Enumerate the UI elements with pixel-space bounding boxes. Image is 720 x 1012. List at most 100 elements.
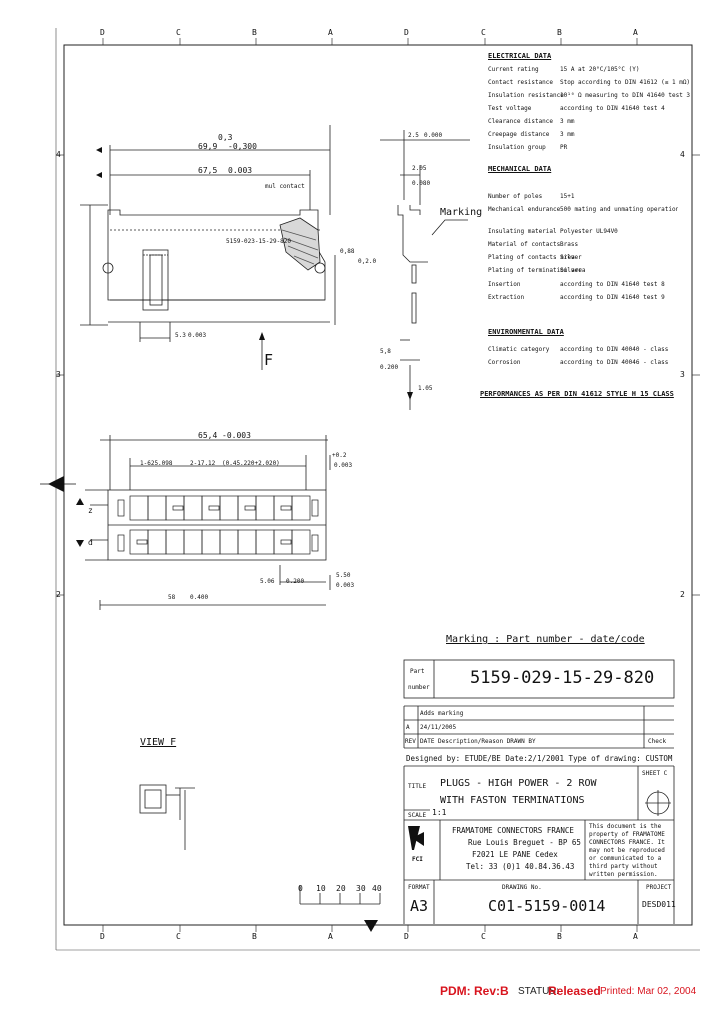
dim-label: mul contact bbox=[265, 183, 305, 190]
title-line-1: PLUGS - HIGH POWER - 2 ROW bbox=[440, 778, 597, 789]
spec-label: Contact resistance bbox=[488, 79, 554, 86]
electrical-data-title: ELECTRICAL DATA bbox=[488, 52, 552, 60]
scale-tick: 20 bbox=[336, 884, 346, 893]
zone-bottom-2: C bbox=[176, 932, 181, 941]
zone-bottom-3: B bbox=[252, 932, 257, 941]
pdm-revision: PDM: Rev:B bbox=[440, 984, 509, 998]
dim-label: 0.003 bbox=[336, 582, 355, 589]
spec-value: Polyester UL94V0 bbox=[560, 228, 618, 235]
spec-value: Brass bbox=[560, 241, 579, 248]
zone-bottom-7: B bbox=[557, 932, 562, 941]
dim-label: 5,8 bbox=[380, 348, 391, 355]
zone-top-7: B bbox=[557, 28, 562, 37]
zone-right-2: 3 bbox=[680, 370, 685, 379]
zone-bottom-4: A bbox=[328, 932, 333, 941]
row-label-d: d bbox=[88, 538, 93, 547]
spec-value: 3 mm bbox=[560, 131, 575, 138]
dim-label: -0,300 bbox=[228, 142, 257, 151]
dim-label: 0.003 bbox=[188, 332, 207, 339]
dim-label: 5.3 bbox=[175, 332, 186, 339]
dim-label: 67,5 bbox=[198, 166, 218, 175]
dim-label: 2-17.12 bbox=[190, 460, 216, 467]
sheet-label: SHEET C bbox=[642, 770, 668, 777]
spec-value: according to DIN 40040 - class bbox=[560, 346, 669, 353]
dim-label: 65,4 bbox=[198, 431, 218, 440]
project-value: DESD011 bbox=[642, 900, 676, 909]
dim-label: 0.000 bbox=[424, 132, 443, 139]
dim-label: 0,88 bbox=[340, 248, 355, 255]
spec-value: 15 A at 20°C/105°C (Y) bbox=[560, 66, 640, 73]
company-address-2: F2021 LE PANE Cedex bbox=[472, 850, 558, 859]
spec-value: according to DIN 41640 test 9 bbox=[560, 294, 665, 301]
zone-left-3: 2 bbox=[56, 590, 61, 599]
scale-tick: 0 bbox=[298, 884, 303, 893]
mechanical-data-title: MECHANICAL DATA bbox=[488, 165, 552, 173]
internal-part-marking: 5159-023-15-29-820 bbox=[226, 238, 292, 245]
dim-label: 58 bbox=[168, 594, 176, 601]
property-notice: This document is the property of FRAMATO… bbox=[589, 823, 665, 878]
revision-text: DATE Description/Reason DRAWN BY bbox=[420, 738, 536, 745]
zone-left-2: 3 bbox=[56, 370, 61, 379]
zone-bottom-6: C bbox=[481, 932, 486, 941]
dim-label: 5.50 bbox=[336, 572, 351, 579]
spec-value: 15+1 bbox=[560, 193, 575, 200]
revision-check: Check bbox=[648, 738, 667, 745]
dim-label: 0,3 bbox=[218, 133, 233, 142]
company-phone: Tel: 33 (0)1 40.84.36.43 bbox=[466, 862, 575, 871]
zone-bottom-5: D bbox=[404, 932, 409, 941]
zone-top-8: A bbox=[633, 28, 638, 37]
spec-value: Stop according to DIN 41612 (≤ 1 mΩ) bbox=[560, 79, 691, 86]
scale-tick: 10 bbox=[316, 884, 326, 893]
scale-tick: 30 bbox=[356, 884, 366, 893]
company-name: FRAMATOME CONNECTORS FRANCE bbox=[452, 826, 574, 835]
row-label-z: z bbox=[88, 506, 93, 515]
project-label: PROJECT bbox=[646, 884, 672, 891]
status-label: STATUS: bbox=[518, 986, 559, 997]
scale-tick: 40 bbox=[372, 884, 382, 893]
spec-value: 10¹⁰ Ω measuring to DIN 41640 test 3 bbox=[560, 92, 691, 99]
dim-label: 0,2.0 bbox=[358, 258, 377, 265]
view-f-arrow-label: F bbox=[264, 351, 274, 369]
dim-label: +0.2 bbox=[332, 452, 347, 459]
revision-rev: REV bbox=[405, 738, 416, 745]
dim-label: 0.003 bbox=[334, 462, 353, 469]
drawing-number-label: DRAWING No. bbox=[502, 884, 542, 891]
view-f-label: VIEW F bbox=[140, 737, 177, 748]
dim-label: 0.400 bbox=[190, 594, 209, 601]
revision-rev: A bbox=[406, 724, 410, 731]
dim-label: 0.200 bbox=[380, 364, 399, 371]
zone-left-1: 4 bbox=[56, 150, 61, 159]
dim-label: 5.06 bbox=[260, 578, 275, 585]
spec-label: Mechanical endurance bbox=[488, 206, 561, 213]
spec-value: PR bbox=[560, 144, 568, 151]
spec-label: Material of contacts bbox=[488, 241, 561, 248]
revision-text: Adds marking bbox=[420, 710, 464, 717]
spec-value: 500 mating and unmating operations accor… bbox=[560, 206, 678, 213]
spec-label: Climatic category bbox=[488, 346, 550, 353]
spec-value: 3 mm bbox=[560, 118, 575, 125]
marking-note: Marking : Part number - date/code bbox=[446, 634, 645, 645]
zone-top-6: C bbox=[481, 28, 486, 37]
spec-value: Silver bbox=[560, 267, 582, 274]
designed-by: Designed by: ETUDE/BE Date:2/1/2001 Type… bbox=[406, 754, 673, 763]
title-line-2: WITH FASTON TERMINATIONS bbox=[440, 795, 585, 806]
spec-value: according to DIN 41640 test 8 bbox=[560, 281, 665, 288]
spec-label: Clearance distance bbox=[488, 118, 554, 125]
dim-label: 69,9 bbox=[198, 142, 218, 151]
spec-value: according to DIN 41640 test 4 bbox=[560, 105, 665, 112]
status-value: Released bbox=[548, 984, 601, 998]
zone-bottom-8: A bbox=[633, 932, 638, 941]
spec-label: Plating of contacts area bbox=[488, 254, 575, 261]
connector-cells bbox=[117, 495, 319, 555]
revision-text: 24/11/2005 bbox=[420, 724, 457, 731]
zone-right-1: 4 bbox=[680, 150, 685, 159]
dim-label: -0.003 bbox=[222, 431, 251, 440]
spec-value: according to DIN 40046 - class bbox=[560, 359, 669, 366]
dim-label: (0.45.220+2.020) bbox=[222, 460, 280, 467]
spec-label: Number of poles bbox=[488, 193, 543, 200]
spec-label: Insulation group bbox=[488, 144, 546, 151]
spec-label: Insertion bbox=[488, 281, 521, 288]
zone-bottom-1: D bbox=[100, 932, 105, 941]
spec-label: Plating of termination area bbox=[488, 267, 586, 274]
